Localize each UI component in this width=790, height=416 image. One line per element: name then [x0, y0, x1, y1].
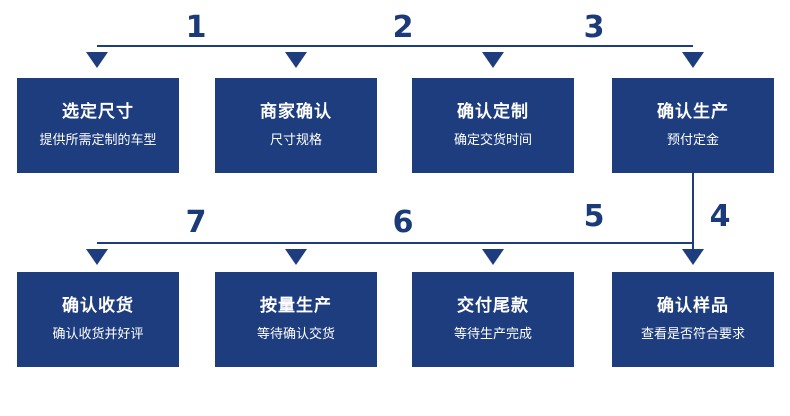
- step-subtitle: 确认收货并好评: [52, 326, 144, 342]
- step-number-4: 4: [709, 199, 731, 234]
- step-subtitle: 查看是否符合要求: [640, 326, 745, 342]
- step-number-1: 1: [185, 10, 207, 45]
- arrow-down-icon: [86, 249, 108, 265]
- step-title: 交付尾款: [457, 296, 529, 316]
- step-box-confirm-receipt: 确认收货 确认收货并好评: [17, 272, 179, 367]
- step-box-confirm-custom: 确认定制 确定交货时间: [412, 78, 574, 173]
- step-title: 确认定制: [457, 102, 529, 122]
- step-title: 确认收货: [62, 296, 134, 316]
- step-subtitle: 等待确认交货: [256, 326, 335, 342]
- step-box-select-size: 选定尺寸 提供所需定制的车型: [17, 78, 179, 173]
- step-title: 选定尺寸: [62, 102, 134, 122]
- arrow-down-icon: [86, 52, 108, 68]
- step-subtitle: 提供所需定制的车型: [39, 132, 157, 148]
- step-box-final-payment: 交付尾款 等待生产完成: [412, 272, 574, 367]
- step-box-confirm-production: 确认生产 预付定金: [612, 78, 774, 173]
- step-title: 确认生产: [657, 102, 729, 122]
- arrow-down-icon: [482, 249, 504, 265]
- step-box-merchant-confirm: 商家确认 尺寸规格: [215, 78, 377, 173]
- step-subtitle: 等待生产完成: [453, 326, 532, 342]
- step-title: 按量生产: [260, 296, 332, 316]
- step-number-2: 2: [392, 10, 414, 45]
- step-subtitle: 预付定金: [666, 132, 719, 148]
- step-title: 确认样品: [657, 296, 729, 316]
- arrow-down-icon: [682, 249, 704, 265]
- step-title: 商家确认: [260, 102, 332, 122]
- arrow-down-icon: [285, 52, 307, 68]
- step-box-confirm-sample: 确认样品 查看是否符合要求: [612, 272, 774, 367]
- arrow-down-icon: [285, 249, 307, 265]
- step-number-5: 5: [583, 199, 605, 234]
- step-subtitle: 尺寸规格: [269, 132, 322, 148]
- step-box-mass-production: 按量生产 等待确认交货: [215, 272, 377, 367]
- arrow-down-icon: [482, 52, 504, 68]
- step-number-6: 6: [392, 205, 414, 240]
- step-number-3: 3: [583, 10, 605, 45]
- step-number-7: 7: [185, 205, 207, 240]
- step-subtitle: 确定交货时间: [453, 132, 532, 148]
- arrow-down-icon: [682, 52, 704, 68]
